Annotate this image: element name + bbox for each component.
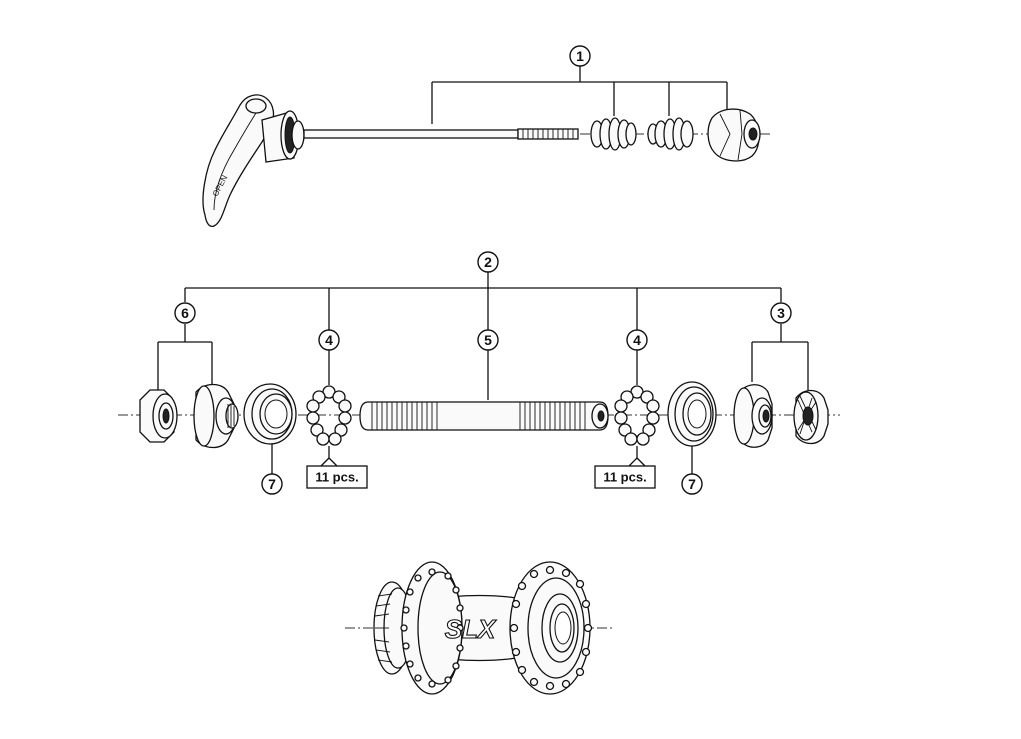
conical-spring-right <box>647 117 694 151</box>
hub-body: SLX <box>345 561 615 695</box>
callout-3-number: 3 <box>777 305 785 321</box>
hub-flange-right <box>509 561 593 695</box>
callout-7-left-number: 7 <box>268 476 276 492</box>
hub-axle-assembly: 11 pcs. 11 pcs. 2 6 3 4 5 4 <box>118 251 840 495</box>
callout-1-number: 1 <box>576 48 584 64</box>
lock-nut-left <box>139 389 178 443</box>
dust-cap-left <box>243 383 297 445</box>
conical-spring-left <box>590 117 637 151</box>
callout-5: 5 <box>477 329 499 351</box>
callout-2: 2 <box>477 251 499 273</box>
callout-7-left: 7 <box>261 473 283 495</box>
leader-lines-1 <box>431 66 728 124</box>
quantity-label-left: 11 pcs. <box>306 465 368 489</box>
quick-release-lever: OPEN <box>202 94 305 228</box>
hub-flange-left <box>400 561 464 695</box>
cone-left-thread <box>227 404 235 428</box>
dust-cap-right <box>667 381 717 447</box>
callout-4-left: 4 <box>318 329 340 351</box>
axle-thread-right <box>519 402 586 430</box>
callout-2-number: 2 <box>484 254 492 270</box>
ball-bearings-left <box>306 385 352 446</box>
leader-lines-6 <box>157 324 213 390</box>
quantity-label-right-text: 11 pcs. <box>603 470 646 485</box>
hub-slx-logo: SLX <box>445 614 497 644</box>
callout-7-right-number: 7 <box>688 476 696 492</box>
callout-4-right: 4 <box>626 329 648 351</box>
hub-axle <box>359 401 609 431</box>
callout-4-right-number: 4 <box>633 332 641 348</box>
cone-left <box>193 383 239 449</box>
callout-6: 6 <box>174 302 196 324</box>
skewer-rod <box>303 128 770 140</box>
cone-right <box>733 384 773 448</box>
quantity-label-right: 11 pcs. <box>594 465 656 489</box>
callout-1: 1 <box>569 45 591 67</box>
leader-lines-3 <box>751 324 809 390</box>
callout-7-right: 7 <box>681 473 703 495</box>
ball-bearings-right <box>614 385 660 446</box>
skewer-thread <box>522 129 574 139</box>
adjusting-nut <box>707 108 761 162</box>
callout-6-number: 6 <box>181 305 189 321</box>
axle-thread-left <box>371 402 438 430</box>
lock-nut-right <box>793 389 829 445</box>
quantity-label-left-text: 11 pcs. <box>315 470 358 485</box>
leader-lines-2 <box>184 272 782 330</box>
quick-release-assembly: OPEN <box>202 45 770 228</box>
callout-3: 3 <box>770 302 792 324</box>
callout-4-left-number: 4 <box>325 332 333 348</box>
callout-5-number: 5 <box>484 332 492 348</box>
